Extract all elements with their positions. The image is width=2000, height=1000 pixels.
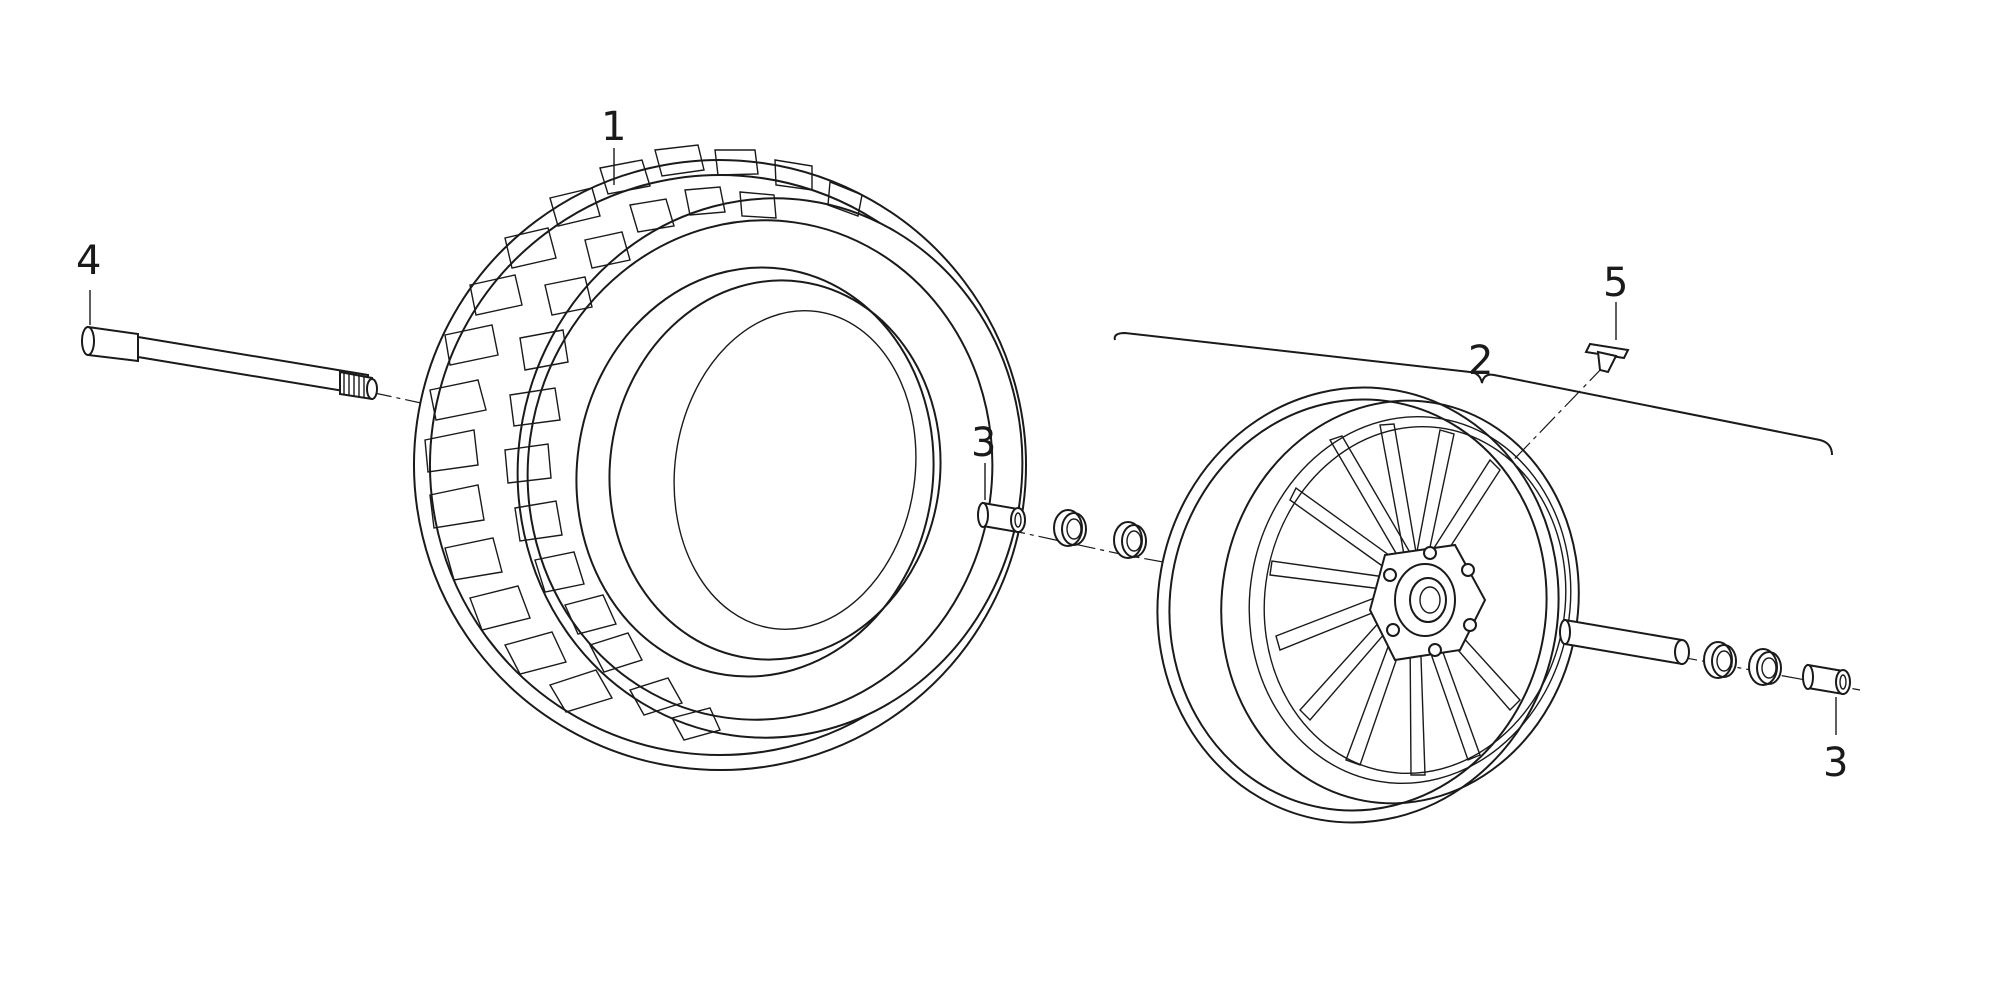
wheel-rim bbox=[1156, 386, 1580, 824]
callout-axle: 4 bbox=[76, 238, 101, 284]
callout-spacer-right: 3 bbox=[1823, 740, 1848, 786]
callout-tire: 1 bbox=[601, 104, 626, 150]
wheel-spokes bbox=[1269, 423, 1521, 776]
bearing-right-1 bbox=[1703, 641, 1737, 679]
hub-sleeve bbox=[1559, 618, 1690, 666]
bearing-left-2 bbox=[1113, 521, 1147, 559]
axle bbox=[81, 325, 378, 401]
callout-spacer-left: 3 bbox=[971, 420, 996, 466]
wheel-hub bbox=[1368, 543, 1487, 662]
bearing-right-2 bbox=[1748, 648, 1782, 686]
callout-valve: 5 bbox=[1603, 260, 1628, 306]
spacer-right bbox=[1802, 663, 1851, 696]
valve bbox=[1584, 342, 1630, 374]
wheel-assembly-bracket bbox=[1113, 331, 1833, 456]
bearing-left-1 bbox=[1053, 509, 1087, 547]
tire bbox=[413, 144, 1027, 772]
spacer-left bbox=[977, 501, 1026, 534]
callout-wheel-assembly: 2 bbox=[1468, 338, 1493, 384]
tire-tread bbox=[424, 144, 863, 741]
